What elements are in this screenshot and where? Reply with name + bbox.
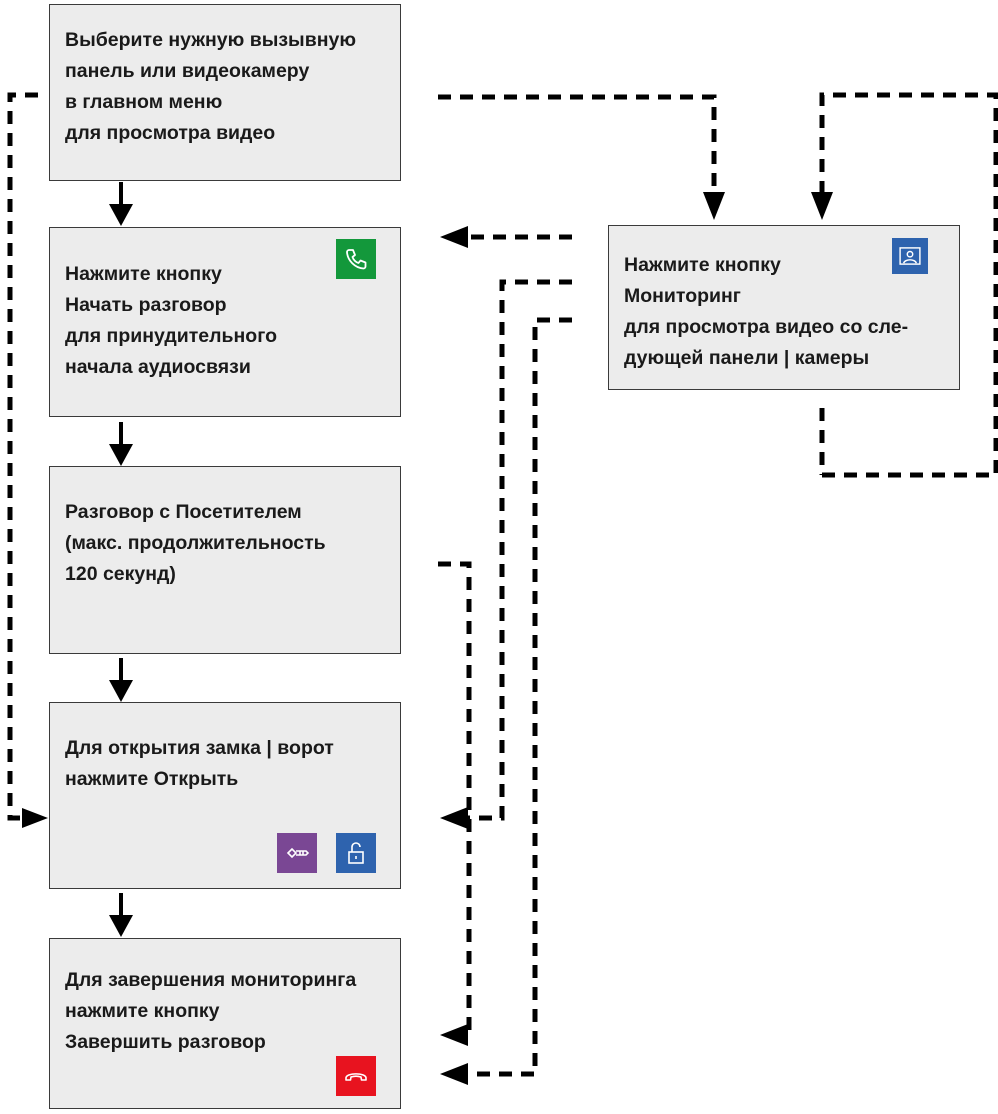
dashed-line-select-to-monitor — [438, 94, 717, 195]
key-icon — [277, 833, 317, 873]
step-open-line: Для открытия замка | ворот — [65, 737, 334, 759]
unlock-icon — [336, 833, 376, 873]
step-open-prefix: нажмите — [65, 768, 154, 790]
step-end-line: Для завершения мониторинга — [65, 969, 357, 991]
arrowhead-monitor-entry-left — [703, 192, 725, 220]
arrowhead-into-open-right — [440, 807, 468, 829]
step-start-talk: Нажмите кнопку Начать разговор для прину… — [49, 227, 401, 417]
end-call-button-label: Завершить разговор — [65, 1031, 266, 1053]
step-start-talk-line: начала аудиосвязи — [65, 356, 251, 378]
step-open-line: нажмите Открыть — [65, 764, 334, 795]
step-monitor-line: Нажмите кнопку — [624, 254, 781, 276]
arrowhead-into-end-upper — [440, 1024, 468, 1046]
dashed-line-talk-to-end — [438, 561, 472, 1038]
step-start-talk-line: Нажмите кнопку — [65, 263, 222, 285]
start-talk-button-label: Начать разговор — [65, 294, 227, 316]
arrow-open-to-end — [109, 893, 133, 937]
dashed-line-monitor-loop — [819, 92, 998, 478]
step-select-panel: Выберите нужную вызывную панель или виде… — [49, 4, 401, 181]
dashed-line-select-to-open — [7, 92, 38, 821]
step-start-talk-line: для принудительного — [65, 325, 277, 347]
step-select-line: для просмотра видео — [65, 122, 276, 144]
open-button-label: Открыть — [153, 768, 239, 790]
dashed-line-monitor-to-end — [460, 317, 572, 1077]
step-select-text: Выберите нужную вызывную панель или виде… — [65, 25, 356, 149]
arrowhead-into-end-lower — [440, 1063, 468, 1085]
arrowhead-into-start — [440, 226, 468, 248]
step-monitor: Нажмите кнопку Мониторинг для просмотра … — [608, 225, 960, 390]
step-talk-line: 120 секунд) — [65, 563, 176, 585]
step-monitor-line: дующей панели | камеры — [624, 347, 870, 369]
step-select-line: в главном меню — [65, 91, 223, 113]
monitor-camera-icon — [892, 238, 928, 274]
step-talk: Разговор с Посетителем (макс. продолжите… — [49, 466, 401, 654]
step-end-line: нажмите кнопку — [65, 1000, 220, 1022]
step-end-text: Для завершения мониторинга нажмите кнопк… — [65, 965, 356, 1058]
hang-up-icon — [336, 1056, 376, 1096]
step-monitor-text: Нажмите кнопку Мониторинг для просмотра … — [624, 250, 908, 374]
step-select-line: панель или видеокамеру — [65, 60, 310, 82]
step-talk-line: (макс. продолжительность — [65, 532, 326, 554]
step-open-text: Для открытия замка | ворот нажмите Откры… — [65, 733, 334, 795]
step-talk-line: Разговор с Посетителем — [65, 501, 302, 523]
step-select-line: Выберите нужную вызывную — [65, 29, 356, 51]
arrow-select-to-start — [109, 182, 133, 226]
arrow-talk-to-open — [109, 658, 133, 702]
dashed-line-monitor-to-open — [460, 279, 572, 821]
step-start-talk-text: Нажмите кнопку Начать разговор для прину… — [65, 259, 277, 383]
step-end: Для завершения мониторинга нажмите кнопк… — [49, 938, 401, 1109]
step-talk-text: Разговор с Посетителем (макс. продолжите… — [65, 497, 326, 590]
arrow-start-to-talk — [109, 422, 133, 466]
arrowhead-monitor-entry-right — [811, 192, 833, 220]
arrowhead-into-open-left — [22, 808, 48, 828]
step-open: Для открытия замка | ворот нажмите Откры… — [49, 702, 401, 889]
step-monitor-line: для просмотра видео со сле- — [624, 316, 909, 338]
phone-handset-icon — [336, 239, 376, 279]
monitor-button-label: Мониторинг — [624, 285, 741, 307]
